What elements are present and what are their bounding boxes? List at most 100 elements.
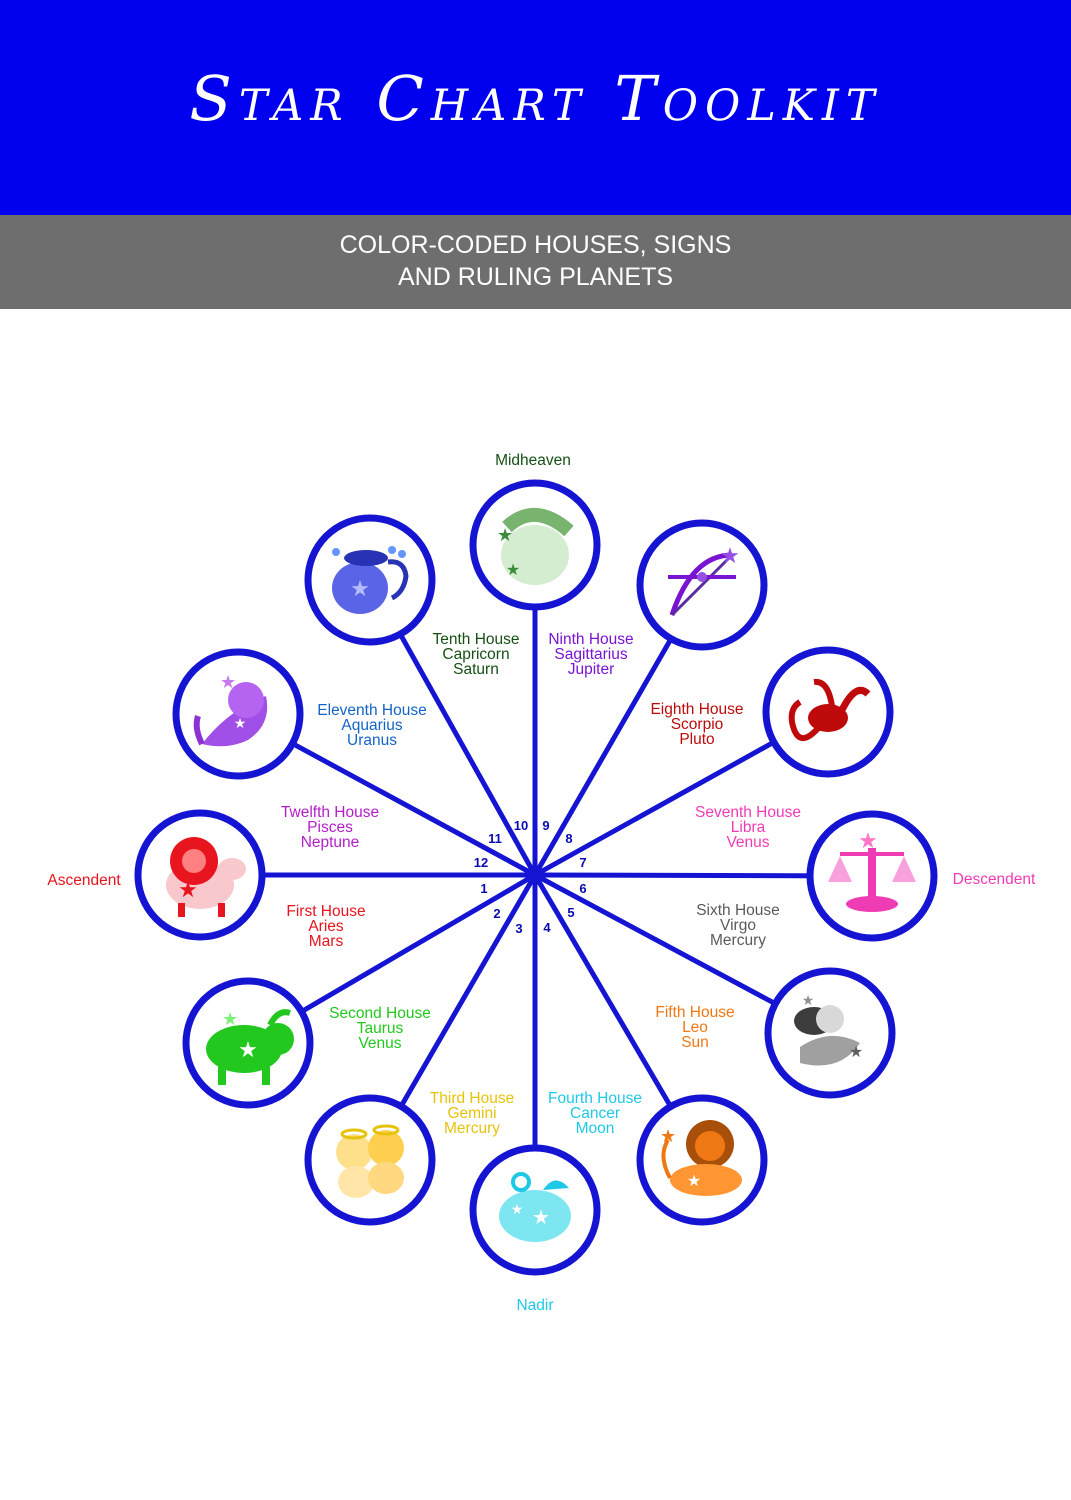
svg-text:★: ★ [720,543,740,568]
house-12-house: Twelfth House [281,804,379,821]
house-9-house: Ninth House [548,631,633,648]
subtitle-line-1: COLOR-CODED HOUSES, SIGNS [339,231,732,259]
house-8-sign: Scorpio [671,716,724,733]
house-number-8: 8 [565,831,572,846]
house-number-12: 12 [474,855,488,870]
gemini-twins-icon [336,1124,404,1198]
sign-medallion-cancer: ★★ [469,1144,601,1276]
subtitle-line-2: AND RULING PLANETS [397,263,674,291]
svg-text:★: ★ [687,1173,701,1190]
house-4-planet: Moon [576,1120,615,1137]
house-number-11: 11 [488,831,502,846]
sign-medallion-gemini [304,1094,436,1226]
taurus-bull-icon: ★★ [206,1009,294,1085]
house-10-house: Tenth House [432,631,519,648]
house-number-5: 5 [567,905,574,920]
house-5-planet: Sun [681,1034,709,1051]
svg-text:★: ★ [506,562,520,579]
aquarius-water-bearer-icon: ★ [332,546,409,614]
sign-medallion-libra: ★ [806,810,938,942]
house-4-house: Fourth House [548,1090,642,1107]
house-3-house: Third House [430,1090,514,1107]
title-banner: Star Chart Toolkit [0,0,1071,215]
scorpio-scorpion-icon [788,678,871,741]
wheel-hub [530,870,540,880]
svg-text:★: ★ [802,992,815,1008]
sign-medallion-leo: ★★ [636,1094,768,1226]
house-9-sign: Sagittarius [554,646,627,663]
house-number-3: 3 [515,921,522,936]
house-8-house: Eighth House [650,701,743,718]
midheaven-label: Midheaven [495,452,571,469]
house-7-sign: Libra [731,819,766,836]
capricorn-goat-icon: ★★ [497,507,574,585]
sign-medallion-scorpio [762,646,894,778]
descendent-label: Descendent [953,871,1036,888]
svg-text:★: ★ [660,1126,676,1146]
sign-medallion-capricorn: ★★ [469,479,601,611]
house-2-sign: Taurus [357,1020,404,1037]
svg-text:★: ★ [858,828,878,853]
svg-text:★: ★ [178,877,198,902]
pisces-fish-icon: ★★ [193,672,268,747]
house-6-sign: Virgo [720,917,756,934]
house-3-sign: Gemini [447,1105,496,1122]
virgo-maiden-icon: ★★ [794,992,863,1066]
house-6-house: Sixth House [696,902,780,919]
svg-text:★: ★ [497,525,513,545]
svg-text:★: ★ [222,1009,238,1029]
sign-medallion-taurus: ★★ [182,977,314,1109]
leo-lion-icon: ★★ [660,1120,742,1196]
house-12-sign: Pisces [307,819,353,836]
nadir-label: Nadir [516,1297,553,1314]
sagittarius-bow-icon: ★ [668,543,740,617]
svg-text:★: ★ [511,1201,524,1217]
sign-medallion-sagittarius: ★ [636,519,768,651]
house-number-6: 6 [579,881,586,896]
house-2-planet: Venus [358,1035,401,1052]
ascendent-label: Ascendent [47,872,121,889]
sign-medallion-virgo: ★★ [764,967,896,1099]
house-4-sign: Cancer [570,1105,620,1122]
house-12-planet: Neptune [301,834,360,851]
house-number-10: 10 [514,818,528,833]
libra-scales-icon: ★ [828,828,916,912]
house-11-planet: Uranus [347,732,397,749]
sign-medallion-pisces: ★★ [172,648,304,780]
svg-text:★: ★ [849,1044,863,1061]
house-number-2: 2 [493,906,500,921]
svg-text:★: ★ [350,576,370,601]
svg-text:★: ★ [532,1207,550,1229]
house-7-planet: Venus [726,834,769,851]
svg-text:★: ★ [238,1037,258,1062]
subtitle-banner: COLOR-CODED HOUSES, SIGNS AND RULING PLA… [0,215,1071,309]
house-11-sign: Aquarius [341,717,402,734]
house-number-1: 1 [480,881,487,896]
house-9-planet: Jupiter [568,661,615,678]
house-6-planet: Mercury [710,932,766,949]
house-8-planet: Pluto [679,731,714,748]
house-3-planet: Mercury [444,1120,500,1137]
house-11-house: Eleventh House [317,702,426,719]
house-2-house: Second House [329,1005,431,1022]
page-title: Star Chart Toolkit [189,62,882,135]
sign-medallion-aquarius: ★ [304,514,436,646]
house-number-9: 9 [542,818,549,833]
house-1-planet: Mars [309,933,344,950]
house-5-house: Fifth House [655,1004,734,1021]
house-10-sign: Capricorn [442,646,509,663]
svg-text:★: ★ [220,672,236,692]
house-10-planet: Saturn [453,661,499,678]
house-7-house: Seventh House [695,804,801,821]
